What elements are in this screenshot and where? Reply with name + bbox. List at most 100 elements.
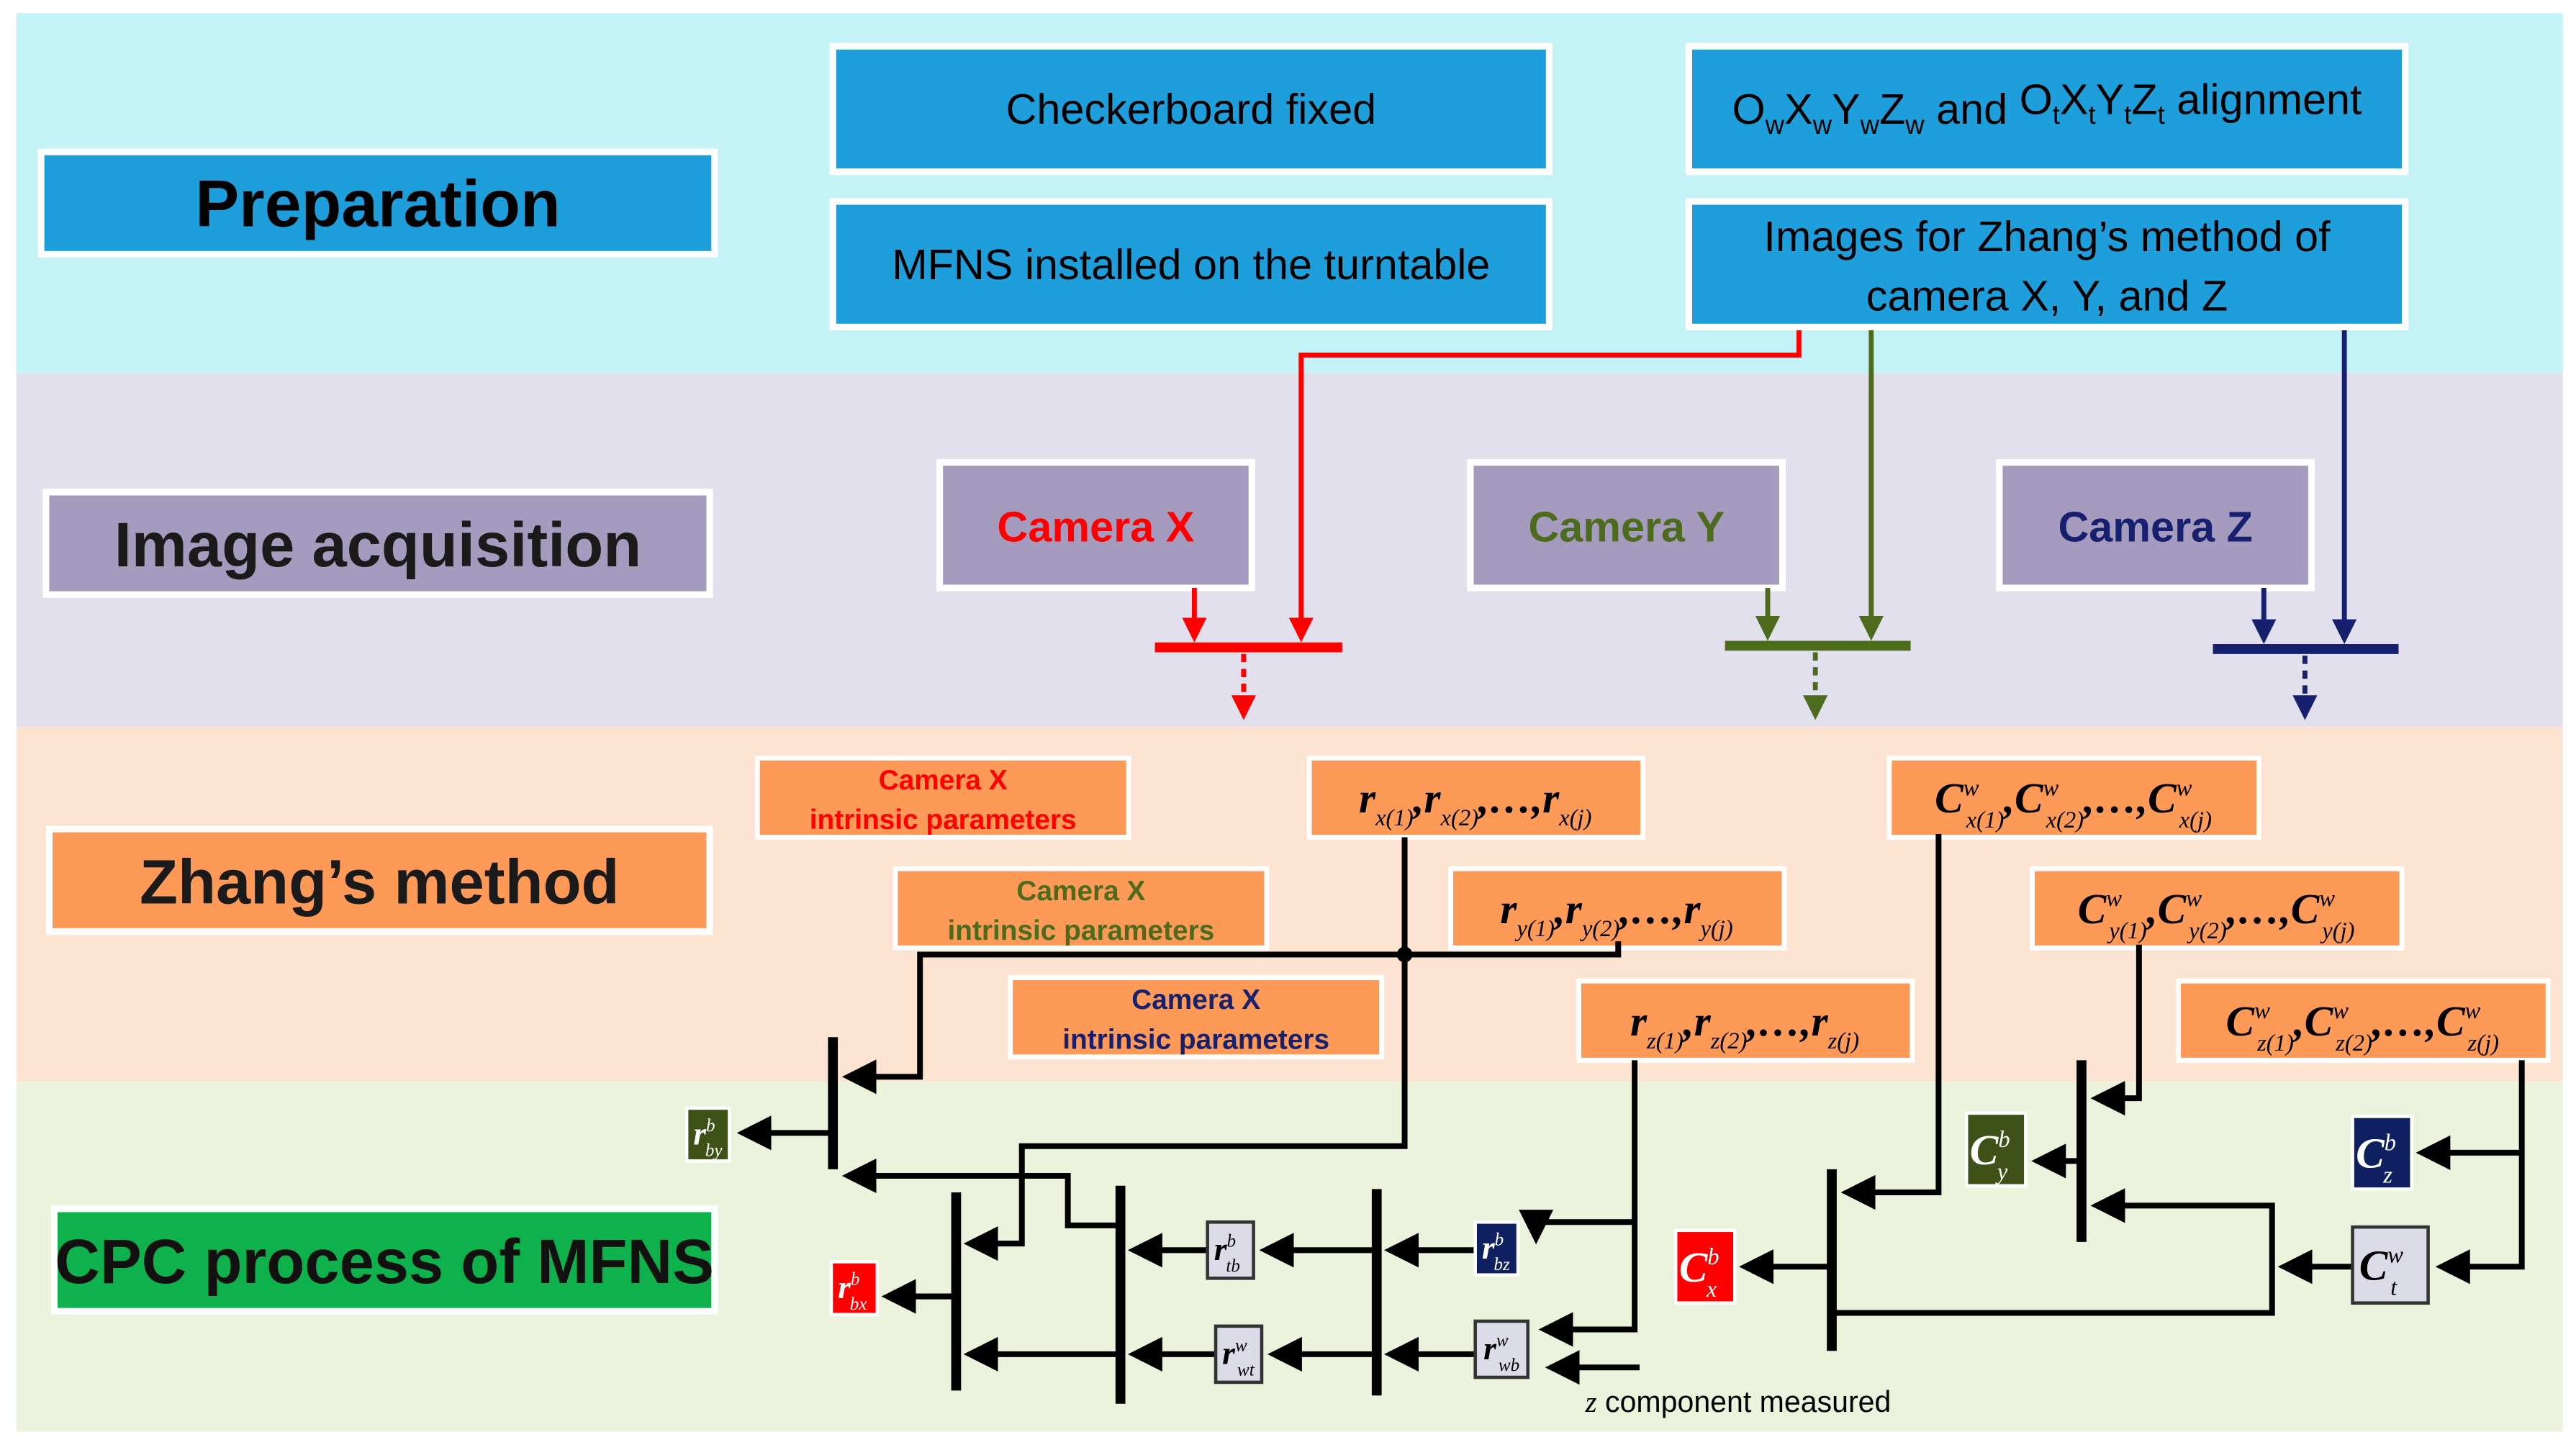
frame-subscript: w [1860, 110, 1880, 140]
ellipsis: …, [2238, 885, 2291, 933]
separator: , [2002, 774, 2015, 822]
svg-text:Cbz: Cbz [2356, 1129, 2396, 1188]
math-superscript: w [1963, 775, 1979, 801]
intrinsics-navy-line2: intrinsic parameters [1062, 1024, 1329, 1055]
ellipsis: …, [1630, 885, 1684, 933]
separator: , [2292, 997, 2305, 1045]
math-superscript: w [2319, 886, 2335, 912]
math-base: r [1424, 774, 1441, 822]
intrinsics-box-red: Camera X intrinsic parameters [754, 755, 1131, 840]
math-superscript: b [1707, 1244, 1719, 1270]
math-subscript: y(j) [2320, 918, 2354, 944]
intrinsics-red-line2: intrinsic parameters [810, 805, 1077, 835]
math-superscript: w [2106, 886, 2122, 912]
frame-subscript: t [2158, 100, 2165, 130]
math-subscript: y(2) [1580, 916, 1620, 942]
camera-y-box: Camera Y [1467, 459, 1786, 592]
math-base: C [2015, 774, 2044, 822]
frame-letter: Z [2131, 75, 2157, 123]
stage-zhang: Zhang’s method [45, 825, 713, 935]
camera-y-connector [1725, 330, 1911, 720]
separator: , [2371, 997, 2383, 1045]
math-base: r [693, 1115, 707, 1151]
math-subscript: y(j) [1698, 916, 1732, 942]
math-superscript: b [1998, 1127, 2010, 1153]
math-subscript: x [1706, 1277, 1717, 1302]
math-subscript: z(j) [2467, 1030, 2500, 1056]
svg-text:Cwt: Cwt [2359, 1241, 2404, 1300]
and-text: and [1925, 85, 2020, 133]
math-subscript: y(1) [2107, 918, 2147, 944]
separator: , [1477, 774, 1489, 822]
frame-letter: Z [1879, 85, 1905, 133]
images-box: Images for Zhang’s method of camera X, Y… [1685, 198, 2409, 330]
math-base: r [1222, 1335, 1236, 1372]
separator: , [2225, 885, 2238, 933]
math-subscript: y(2) [2187, 918, 2227, 944]
separator: , [2082, 774, 2094, 822]
stage-zhang-label: Zhang’s method [140, 847, 620, 917]
math-superscript: w [1235, 1336, 1247, 1355]
math-base: r [1694, 997, 1712, 1045]
frame-letter: O [2020, 75, 2053, 123]
separator: , [1682, 997, 1694, 1045]
math-superscript: w [2254, 998, 2270, 1024]
math-superscript: w [2333, 998, 2349, 1024]
svg-text:Cby: Cby [1970, 1126, 2010, 1185]
math-subscript: z(2) [2335, 1030, 2372, 1056]
math-base: C [2305, 997, 2334, 1045]
separator: , [2146, 885, 2158, 933]
math-base: C [2436, 997, 2466, 1045]
r-y-sequence: ry(1),ry(2),…,ry(j) [1500, 885, 1732, 942]
frame-subscript: t [2088, 100, 2095, 130]
math-superscript: b [2385, 1130, 2396, 1156]
frame-subscript: t [2053, 100, 2060, 130]
math-subscript: z(1) [2256, 1030, 2294, 1056]
cpc-flow-lines [736, 833, 2525, 1404]
math-base: C [2359, 1241, 2389, 1289]
math-subscript: z [2382, 1162, 2392, 1188]
r-y-sequence-box: ry(1),ry(2),…,ry(j) [1448, 866, 1787, 951]
math-subscript: y(1) [1514, 916, 1555, 942]
intrinsics-box-green: Camera X intrinsic parameters [892, 866, 1270, 951]
math-superscript: w [2186, 886, 2202, 912]
math-subscript: bx [850, 1295, 867, 1314]
frame-subscript: w [1812, 110, 1832, 140]
separator: , [1553, 885, 1565, 933]
camera-z-box: Camera Z [1996, 459, 2315, 592]
intrinsics-red-line1: Camera X [879, 765, 1008, 796]
math-subscript: z(j) [1827, 1028, 1860, 1054]
math-base: r [1214, 1231, 1228, 1267]
math-base: C [2158, 885, 2187, 933]
intrinsics-green-line1: Camera X [1016, 876, 1145, 907]
math-base: r [1684, 885, 1701, 933]
frame-subscript: w [1765, 110, 1785, 140]
math-base: C [2078, 885, 2107, 933]
math-superscript: w [2177, 775, 2192, 801]
camera-z-label: Camera Z [2058, 503, 2252, 551]
images-label-line1: Images for Zhang’s method of [1763, 212, 2331, 260]
math-base: r [1630, 997, 1648, 1045]
math-superscript: w [2043, 775, 2059, 801]
frame-subscript: w [1904, 110, 1925, 140]
math-base: r [1812, 997, 1829, 1045]
camera-x-connector [1154, 330, 1802, 720]
math-base: C [2356, 1129, 2385, 1177]
z-variable: z [1585, 1385, 1597, 1418]
math-subscript: x(2) [2046, 807, 2084, 833]
